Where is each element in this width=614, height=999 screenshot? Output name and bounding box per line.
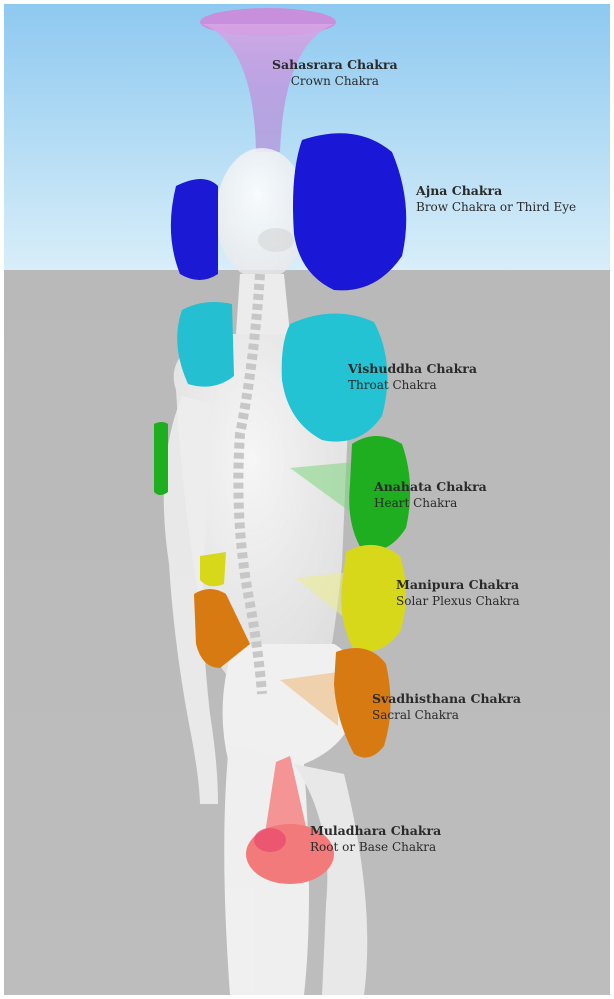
chakra-scene bbox=[4, 4, 610, 995]
muladhara-label: Muladhara Chakra Root or Base Chakra bbox=[310, 822, 441, 856]
ajna-name: Ajna Chakra bbox=[416, 182, 576, 199]
manipura-name: Manipura Chakra bbox=[396, 576, 520, 593]
sahasrara-label: Sahasrara Chakra Crown Chakra bbox=[272, 56, 398, 90]
muladhara-name: Muladhara Chakra bbox=[310, 822, 441, 839]
manipura-alt: Solar Plexus Chakra bbox=[396, 593, 520, 610]
sahasrara-alt: Crown Chakra bbox=[272, 73, 398, 90]
chakra-illustration: Sahasrara Chakra Crown Chakra Ajna Chakr… bbox=[4, 4, 610, 995]
anahata-label: Anahata Chakra Heart Chakra bbox=[374, 478, 487, 512]
vishuddha-label: Vishuddha Chakra Throat Chakra bbox=[348, 360, 477, 394]
svadhisthana-name: Svadhisthana Chakra bbox=[372, 690, 521, 707]
sahasrara-name: Sahasrara Chakra bbox=[272, 56, 398, 73]
muladhara-alt: Root or Base Chakra bbox=[310, 839, 441, 856]
vishuddha-name: Vishuddha Chakra bbox=[348, 360, 477, 377]
svadhisthana-label: Svadhisthana Chakra Sacral Chakra bbox=[372, 690, 521, 724]
ajna-label: Ajna Chakra Brow Chakra or Third Eye bbox=[416, 182, 576, 216]
anahata-name: Anahata Chakra bbox=[374, 478, 487, 495]
manipura-label: Manipura Chakra Solar Plexus Chakra bbox=[396, 576, 520, 610]
ajna-alt: Brow Chakra or Third Eye bbox=[416, 199, 576, 216]
svadhisthana-alt: Sacral Chakra bbox=[372, 707, 521, 724]
anahata-alt: Heart Chakra bbox=[374, 495, 487, 512]
vishuddha-alt: Throat Chakra bbox=[348, 377, 477, 394]
